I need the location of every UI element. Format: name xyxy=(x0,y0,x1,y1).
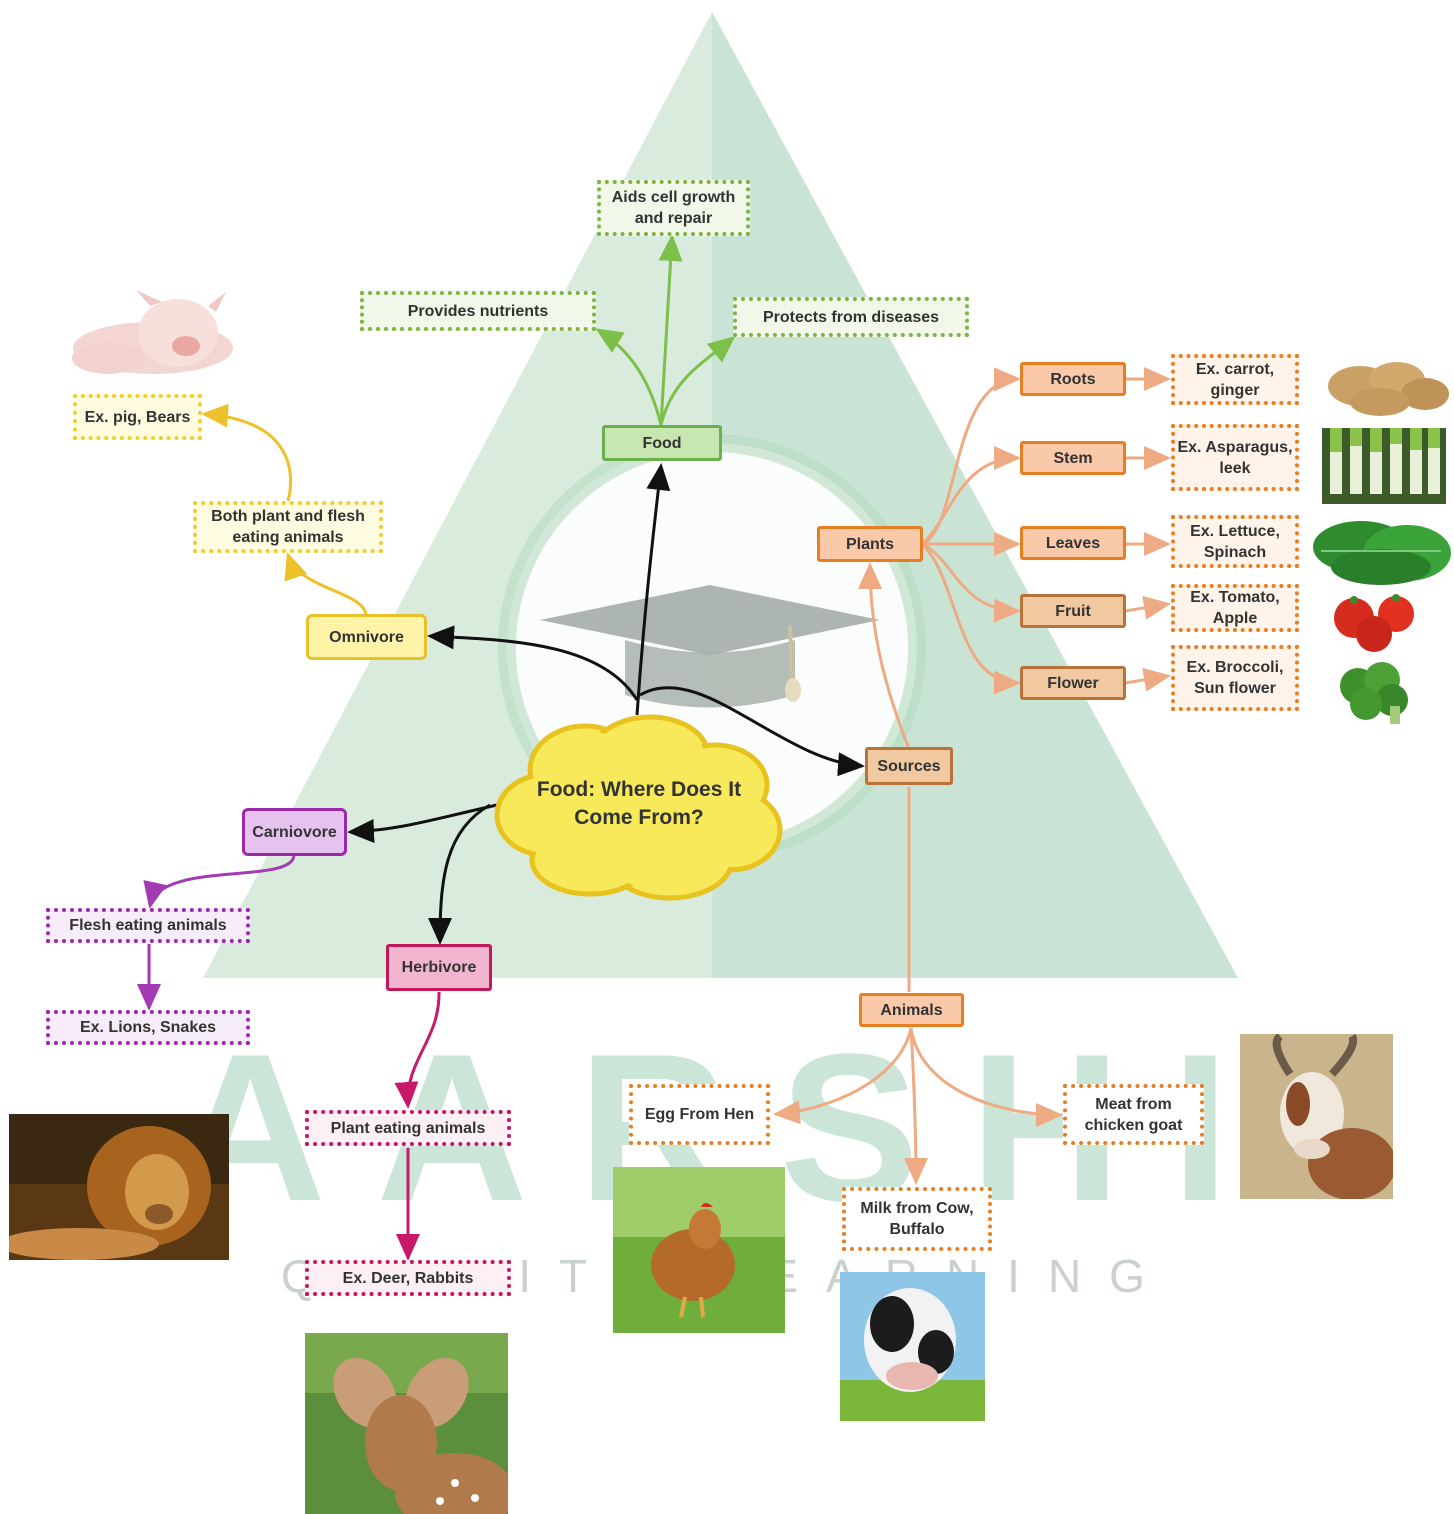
animals-node: Animals xyxy=(859,993,964,1027)
food-node: Food xyxy=(602,425,722,461)
center-title: Food: Where Does It Come From? xyxy=(536,778,742,829)
plant-part-stem-node: Stem xyxy=(1020,441,1126,475)
carnivore-node: Carniovore xyxy=(242,808,347,856)
aids-cell-growth-node: Aids cell growth and repair xyxy=(597,180,750,236)
fruit-example-node: Ex. Tomato, Apple xyxy=(1171,584,1299,632)
spinach-photo xyxy=(1311,515,1453,587)
omnivore-description-node: Both plant and flesh eating animals xyxy=(193,501,383,553)
roots-example-node: Ex. carrot, ginger xyxy=(1171,354,1299,405)
provides-nutrients-node: Provides nutrients xyxy=(360,291,596,331)
lion-photo xyxy=(9,1114,229,1260)
milk-from-cow-node: Milk from Cow, Buffalo xyxy=(842,1187,992,1251)
broccoli-photo xyxy=(1330,660,1418,726)
omnivore-example-node: Ex. pig, Bears xyxy=(73,394,202,440)
egg-from-hen-node: Egg From Hen xyxy=(629,1084,770,1145)
leek-photo xyxy=(1322,428,1446,504)
center-cloud xyxy=(494,714,783,901)
leaves-example-node: Ex. Lettuce, Spinach xyxy=(1171,515,1299,568)
carnivore-example-node: Ex. Lions, Snakes xyxy=(46,1010,250,1045)
tomato-photo xyxy=(1328,588,1422,654)
carnivore-description-node: Flesh eating animals xyxy=(46,908,250,943)
plant-part-flower-node: Flower xyxy=(1020,666,1126,700)
flower-example-node: Ex. Broccoli, Sun flower xyxy=(1171,645,1299,711)
pig-photo xyxy=(58,288,240,378)
hen-photo xyxy=(613,1167,785,1333)
plant-part-leaves-node: Leaves xyxy=(1020,526,1126,560)
deer-photo xyxy=(305,1333,508,1514)
plant-part-fruit-node: Fruit xyxy=(1020,594,1126,628)
omnivore-node: Omnivore xyxy=(306,614,427,660)
cow-photo xyxy=(840,1272,985,1421)
plant-part-roots-node: Roots xyxy=(1020,362,1126,396)
herbivore-node: Herbivore xyxy=(386,944,492,991)
sources-node: Sources xyxy=(865,747,953,785)
meat-from-goat-node: Meat from chicken goat xyxy=(1063,1084,1204,1145)
protects-from-diseases-node: Protects from diseases xyxy=(733,297,969,337)
ginger-photo xyxy=(1315,346,1453,420)
stem-example-node: Ex. Asparagus, leek xyxy=(1171,424,1299,491)
herbivore-description-node: Plant eating animals xyxy=(305,1110,511,1146)
plants-node: Plants xyxy=(817,526,923,562)
herbivore-example-node: Ex. Deer, Rabbits xyxy=(305,1260,511,1296)
goat-photo xyxy=(1240,1034,1393,1199)
